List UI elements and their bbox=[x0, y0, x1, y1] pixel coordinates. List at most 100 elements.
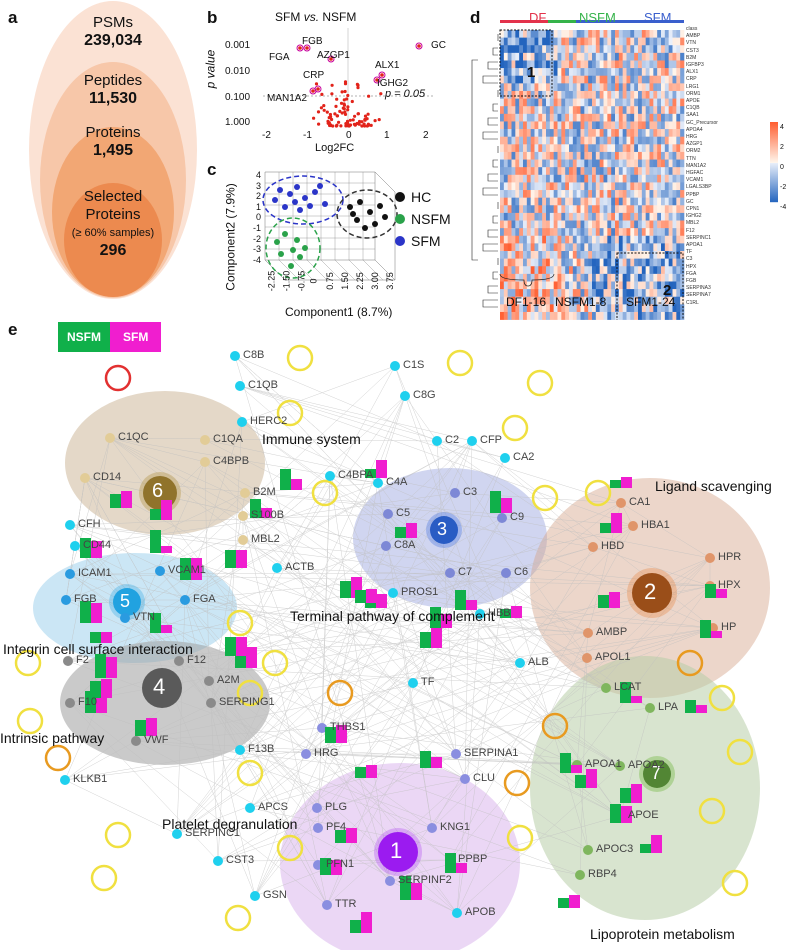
heatmap-cell bbox=[672, 52, 677, 61]
heatmap-cell bbox=[661, 205, 666, 214]
network-edge bbox=[74, 545, 319, 829]
heatmap-cell bbox=[526, 197, 531, 206]
heatmap-cell bbox=[615, 113, 620, 122]
heatmap-cell bbox=[580, 75, 585, 84]
heatmap-cell bbox=[588, 220, 593, 229]
heatmap-cell bbox=[580, 289, 585, 298]
heatmap-cell bbox=[592, 136, 597, 145]
heatmap-cell bbox=[622, 197, 627, 206]
heatmap-cell bbox=[534, 151, 539, 160]
heatmap-cell bbox=[680, 136, 685, 145]
heatmap-cell bbox=[595, 243, 600, 252]
heatmap-cell bbox=[549, 30, 554, 38]
heatmap-cell bbox=[565, 159, 570, 168]
heatmap-cell bbox=[580, 197, 585, 206]
heatmap-cell bbox=[542, 266, 547, 275]
heatmap-cell bbox=[572, 159, 577, 168]
heatmap-cell bbox=[572, 212, 577, 221]
heatmap-cell bbox=[653, 98, 658, 107]
heatmap-cell bbox=[664, 98, 669, 107]
heatmap-cell bbox=[500, 45, 505, 54]
network-edge bbox=[436, 440, 588, 659]
heatmap-cell bbox=[649, 289, 654, 298]
heatmap-cell bbox=[672, 167, 677, 176]
heatmap-cell bbox=[676, 266, 681, 275]
heatmap-cell bbox=[584, 98, 589, 107]
heatmap-cell bbox=[607, 167, 612, 176]
heatmap-cell bbox=[599, 296, 604, 305]
heatmap-cell bbox=[565, 197, 570, 206]
heatmap-cell bbox=[534, 121, 539, 130]
heatmap-cell bbox=[599, 98, 604, 107]
heatmap-cell bbox=[634, 174, 639, 183]
heatmap-cell bbox=[526, 296, 531, 305]
heatmap-cell bbox=[599, 90, 604, 99]
heatmap-cell bbox=[622, 266, 627, 275]
heatmap-cell bbox=[615, 228, 620, 237]
volcano-point bbox=[366, 112, 370, 116]
heatmap-cell bbox=[676, 68, 681, 77]
network-node-label: C4A bbox=[386, 476, 408, 488]
heatmap-cell bbox=[542, 121, 547, 130]
heatmap-cell bbox=[680, 273, 685, 282]
heatmap-cell bbox=[649, 182, 654, 191]
network-edge bbox=[176, 492, 456, 835]
heatmap-cell bbox=[515, 167, 520, 176]
nsfm-sfm-bar-pair bbox=[445, 853, 467, 873]
nsfm-sfm-bar-pair bbox=[420, 751, 442, 768]
heatmap-cell bbox=[503, 197, 508, 206]
heatmap-cell bbox=[641, 90, 646, 99]
nsfm-sfm-bar-pair bbox=[598, 592, 620, 608]
legend-hc: HC bbox=[395, 186, 451, 208]
heatmap-cell bbox=[549, 136, 554, 145]
heatmap-cell bbox=[657, 281, 662, 290]
heatmap-cell bbox=[653, 296, 658, 305]
network-node-label: CA1 bbox=[629, 496, 651, 508]
network-node-label: FGB bbox=[74, 593, 97, 605]
heatmap-cell bbox=[607, 60, 612, 69]
network-node-c8a bbox=[381, 541, 391, 551]
heatmap-cell bbox=[603, 75, 608, 84]
heatmap-cell bbox=[653, 129, 658, 137]
heatmap-cell bbox=[530, 144, 535, 153]
heatmap-cell bbox=[672, 273, 677, 282]
heatmap-cell bbox=[664, 311, 669, 320]
network-edge bbox=[394, 365, 481, 615]
heatmap-cell bbox=[595, 151, 600, 160]
heatmap-cell bbox=[534, 205, 539, 214]
heatmap-cell bbox=[500, 220, 505, 229]
heatmap-cell bbox=[649, 205, 654, 214]
heatmap-cell bbox=[572, 304, 577, 313]
heatmap-cell bbox=[641, 52, 646, 61]
heatmap-cell bbox=[657, 121, 662, 130]
heatmap-cell bbox=[569, 273, 574, 282]
heatmap-cell bbox=[546, 68, 551, 77]
volcano-point bbox=[317, 122, 321, 126]
heatmap-cell bbox=[592, 251, 597, 259]
heatmap-cell bbox=[638, 243, 643, 252]
heatmap-cell bbox=[584, 151, 589, 160]
nsfm-sfm-bar-pair bbox=[558, 895, 580, 908]
heatmap-cell bbox=[519, 311, 524, 320]
heatmap-cell bbox=[630, 60, 635, 69]
heatmap-cell bbox=[572, 151, 577, 160]
heatmap-cell bbox=[530, 60, 535, 69]
heatmap-cell bbox=[645, 136, 650, 145]
heatmap-cell bbox=[526, 129, 531, 137]
bottom-brackets bbox=[499, 273, 555, 287]
heatmap-cell bbox=[588, 37, 593, 46]
heatmap-cell bbox=[584, 220, 589, 229]
pca-point-sfm bbox=[302, 195, 308, 201]
heatmap-cell bbox=[561, 212, 566, 221]
heatmap-cell bbox=[515, 174, 520, 183]
heatmap-cell bbox=[653, 113, 658, 122]
network-edge bbox=[109, 437, 206, 463]
heatmap-cell bbox=[500, 68, 505, 77]
heatmap-cell bbox=[588, 266, 593, 275]
heatmap-cell bbox=[622, 167, 627, 176]
pca-point-hc bbox=[347, 204, 353, 210]
heatmap-cell bbox=[592, 296, 597, 305]
network-ring bbox=[698, 797, 726, 825]
heatmap-cell bbox=[576, 90, 581, 99]
